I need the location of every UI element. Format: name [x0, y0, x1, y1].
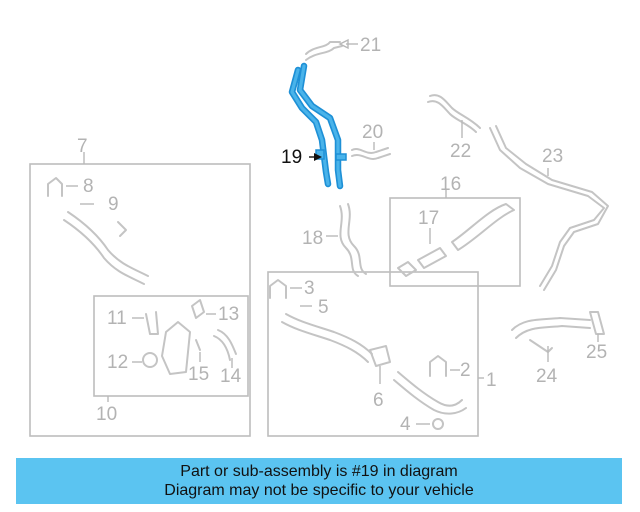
part-14	[213, 329, 237, 368]
label-23: 23	[542, 146, 563, 167]
group-box-10	[93, 295, 249, 397]
part-6	[369, 345, 391, 384]
label-22: 22	[450, 141, 471, 162]
banner-line-2: Diagram may not be specific to your vehi…	[164, 482, 474, 499]
label-10: 10	[96, 404, 117, 425]
part-15	[195, 339, 201, 362]
label-17: 17	[418, 208, 439, 229]
label-15: 15	[188, 364, 209, 385]
part-17	[397, 203, 515, 277]
label-19: 19	[281, 147, 302, 168]
part-13	[191, 299, 216, 319]
label-6: 6	[373, 390, 384, 411]
label-3: 3	[304, 278, 315, 299]
part-10-body	[161, 321, 191, 375]
banner-line-1: Part or sub-assembly is #19 in diagram	[180, 463, 458, 480]
info-banner: Part or sub-assembly is #19 in diagram D…	[16, 458, 622, 504]
parts-diagram: 21 20 19 22 23 7 8 9 16 17 18 3 5 11 13 …	[29, 35, 609, 437]
part-18	[326, 203, 367, 277]
part-11	[132, 311, 159, 335]
label-8: 8	[83, 176, 94, 197]
label-24: 24	[536, 366, 558, 387]
part-3	[269, 279, 302, 299]
part-9	[63, 203, 149, 285]
part-1-body	[393, 371, 467, 415]
part-12	[132, 352, 158, 368]
group-box-7	[29, 163, 251, 437]
label-9: 9	[108, 194, 119, 215]
label-11: 11	[107, 308, 127, 329]
label-13: 13	[218, 304, 239, 325]
part-8	[47, 177, 78, 197]
label-4: 4	[400, 414, 411, 435]
label-25: 25	[586, 342, 607, 363]
label-20: 20	[362, 122, 383, 143]
group-box-1	[267, 271, 479, 437]
part-21	[305, 38, 358, 61]
label-16: 16	[440, 174, 461, 195]
part-24	[511, 317, 591, 362]
part-22	[427, 94, 481, 138]
part-2	[429, 355, 460, 377]
part-20	[351, 142, 391, 160]
label-2: 2	[460, 360, 471, 381]
part-25	[589, 311, 605, 342]
label-5: 5	[318, 297, 329, 318]
part-23	[489, 125, 609, 291]
label-21: 21	[360, 35, 381, 56]
label-18: 18	[302, 228, 323, 249]
label-14: 14	[220, 366, 242, 387]
label-7: 7	[77, 136, 88, 157]
group-box-16	[389, 197, 521, 287]
part-5	[281, 305, 373, 363]
part-4	[416, 418, 444, 430]
label-1: 1	[486, 370, 497, 391]
part-19-highlighted	[288, 62, 347, 190]
label-12: 12	[107, 352, 128, 373]
